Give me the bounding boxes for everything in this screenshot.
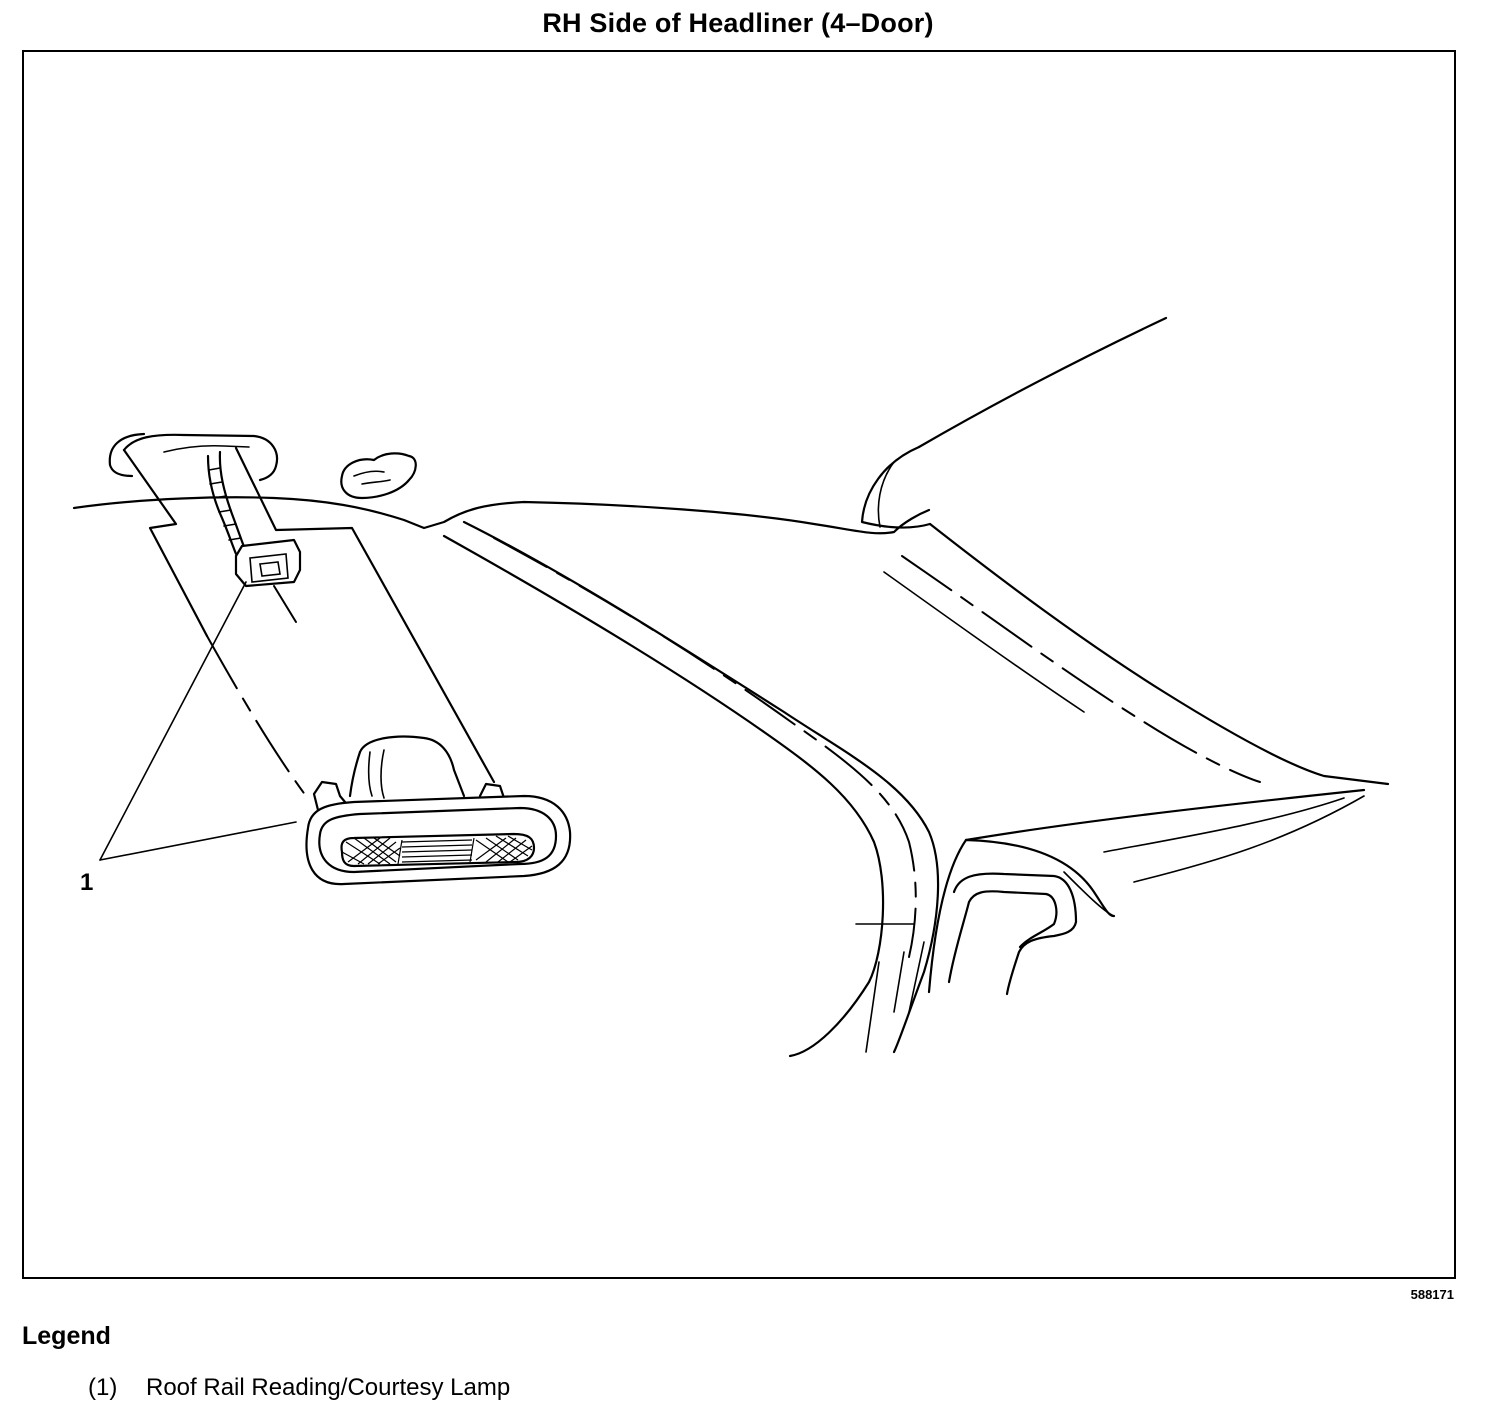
lamp-body-top [358,735,466,798]
legend-item-number: (1) [88,1374,118,1401]
lamp-lens-hatch-right [475,835,533,863]
legend-item-text: Roof Rail Reading/Courtesy Lamp [146,1374,511,1401]
headliner-clip-detail [353,470,391,485]
grab-handle-recess [952,872,1078,996]
illustration-frame: 1 [22,50,1456,1279]
legend-item: (1) Roof Rail Reading/Courtesy Lamp [88,1374,510,1402]
roof-rail-inner-edge [462,520,940,1054]
headliner-front-edge [72,496,931,535]
rear-quarter-line [1103,797,1345,853]
headliner-side-dash [901,555,1261,783]
b-pillar-lines [855,923,925,1053]
callout-leader-connector [99,581,247,861]
lamp-body-shade [367,749,385,799]
rear-quarter-curve-2 [1063,871,1115,917]
legend-heading: Legend [22,1322,111,1350]
lamp-housing-bezel [318,806,558,874]
rear-quarter-edge [964,788,1366,842]
lamp-lens [340,832,536,868]
lamp-lens-bars [397,837,475,865]
grab-handle-inner [947,890,1058,984]
projection-dash-left [206,635,307,797]
rear-quarter-curve [927,838,1116,994]
figure-id: 588171 [1410,1287,1454,1302]
lamp-lens-hatch-left [341,837,401,865]
diagram-title: RH Side of Headliner (4–Door) [542,8,934,38]
lamp-body-left [348,750,362,798]
headliner-opening-rim [108,432,146,478]
wire-harness [218,450,248,554]
wire-harness-bands [208,467,242,541]
headliner-side-line-2 [883,571,1085,713]
roof-rail-dash-1 [493,537,917,958]
headliner-corner [860,445,932,529]
headliner-upper-edge [917,316,1168,449]
projection-outline [122,446,496,784]
headliner-corner-inner [877,461,895,528]
electrical-connector-face [249,553,289,583]
connector-dash-down [273,585,297,623]
headliner-side-edge [928,522,1390,786]
headliner-opening-outline [122,433,279,482]
rear-quarter-line-2 [1133,795,1365,883]
headliner-clip [340,452,417,500]
headliner-opening-inner [163,444,250,453]
roof-rail-edge [442,534,885,1058]
headliner-illustration: 1 [72,316,1390,1058]
wire-harness-2 [206,454,238,556]
callout-1: 1 [80,869,93,896]
callout-leader-lamp [99,821,297,861]
